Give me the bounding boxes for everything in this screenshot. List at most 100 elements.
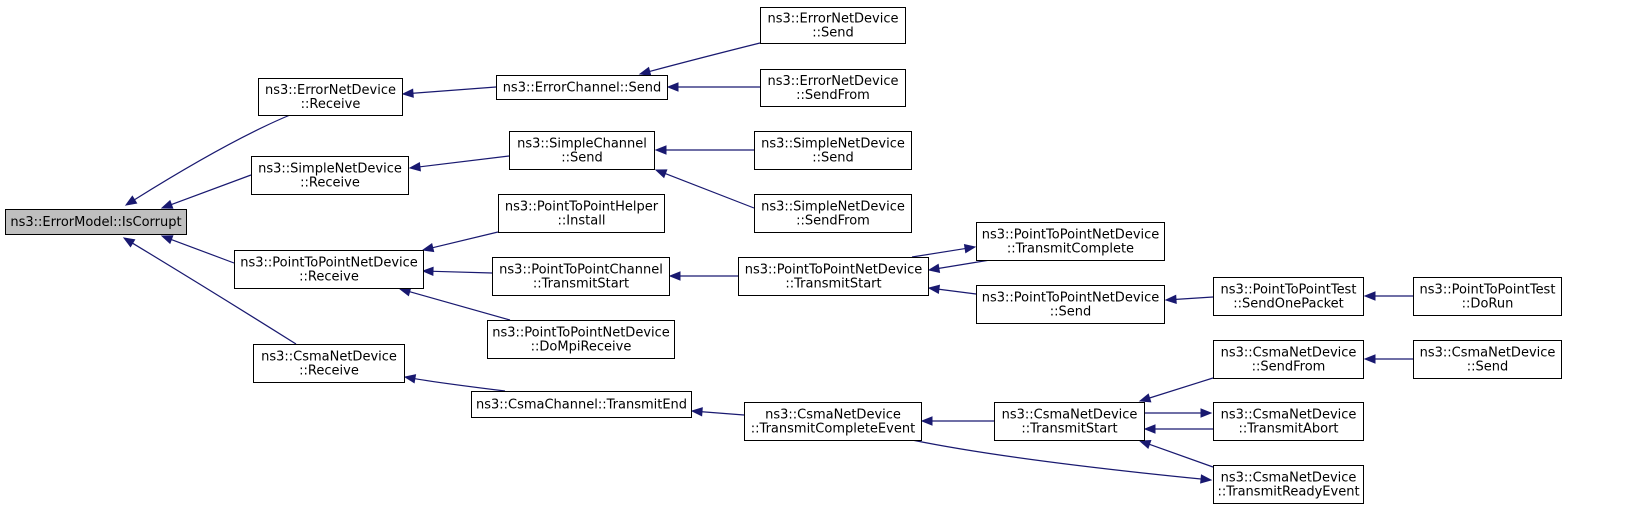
edge-line [911, 439, 1202, 480]
node-cdtce[interactable]: ns3::CsmaNetDevice::TransmitCompleteEven… [744, 402, 922, 441]
edge-line [649, 42, 761, 73]
node-scs[interactable]: ns3::SimpleChannel::Send [509, 131, 655, 170]
node-box [509, 131, 655, 170]
edge-line [911, 247, 966, 258]
node-label-line: ns3::SimpleNetDevice [761, 200, 905, 215]
arrowhead-icon [654, 169, 668, 179]
node-box [1413, 277, 1562, 316]
node-label-line: ::Receive [299, 270, 359, 285]
edge-pdts-to-pcts [668, 271, 738, 281]
node-label-line: ::TransmitCompleteEvent [751, 422, 915, 437]
node-label-line: ns3::CsmaNetDevice [1420, 346, 1556, 361]
node-label-line: ns3::CsmaNetDevice [1221, 346, 1357, 361]
node-box [492, 257, 670, 296]
arrowhead-icon [160, 235, 174, 245]
node-box [760, 69, 906, 107]
node-cdsf[interactable]: ns3::CsmaNetDevice::SendFrom [1213, 340, 1364, 379]
node-ccte[interactable]: ns3::CsmaChannel::TransmitEnd [471, 391, 692, 418]
node-root[interactable]: ns3::ErrorModel::IsCorrupt [5, 209, 187, 235]
node-label-line: ::SendFrom [796, 88, 870, 103]
edge-line [1175, 296, 1214, 300]
edge-line [419, 155, 510, 168]
node-pdts[interactable]: ns3::PointToPointNetDevice::TransmitStar… [738, 257, 929, 296]
node-label-line: ns3::CsmaChannel::TransmitEnd [476, 398, 687, 413]
node-label-line: ::Install [558, 214, 606, 229]
node-box [1213, 277, 1364, 316]
node-box [738, 257, 929, 296]
node-box [760, 7, 906, 44]
node-pdr[interactable]: ns3::PointToPointNetDevice::Receive [234, 250, 424, 289]
node-cdts[interactable]: ns3::CsmaNetDevice::TransmitStart [994, 402, 1145, 441]
node-ecs[interactable]: ns3::ErrorChannel::Send [496, 75, 668, 100]
edge-ptsop-to-pds [1164, 294, 1214, 305]
arrowhead-icon [1200, 474, 1213, 484]
node-sdsf[interactable]: ns3::SimpleNetDevice::SendFrom [754, 194, 912, 233]
node-pdtc[interactable]: ns3::PointToPointNetDevice::TransmitComp… [976, 222, 1165, 261]
node-ptsop[interactable]: ns3::PointToPointTest::SendOnePacket [1213, 277, 1364, 316]
node-label-line: ns3::PointToPointHelper [505, 200, 659, 215]
arrowhead-icon [1138, 440, 1152, 449]
node-label-line: ns3::CsmaNetDevice [261, 350, 397, 365]
node-box [1213, 465, 1364, 504]
node-label-line: ns3::SimpleNetDevice [258, 162, 402, 177]
node-box [754, 194, 912, 233]
edge-ecs-to-edr [401, 86, 497, 98]
node-pdmr[interactable]: ns3::PointToPointNetDevice::DoMpiReceive [487, 320, 675, 359]
node-sds[interactable]: ns3::SimpleNetDevice::Send [754, 131, 912, 170]
edge-line [171, 174, 252, 206]
arrowhead-icon [1363, 291, 1376, 301]
node-label-line: ::DoMpiReceive [531, 340, 632, 355]
node-edsf[interactable]: ns3::ErrorNetDevice::SendFrom [760, 69, 906, 107]
node-phi[interactable]: ns3::PointToPointHelper::Install [498, 194, 665, 233]
node-label-line: ::TransmitComplete [1007, 242, 1134, 257]
edge-cdr-to-root [122, 237, 297, 345]
node-cdta[interactable]: ns3::CsmaNetDevice::TransmitAbort [1213, 402, 1364, 441]
node-box [251, 156, 409, 195]
arrowhead-icon [401, 88, 414, 98]
node-label-line: ns3::PointToPointNetDevice [240, 256, 418, 271]
node-label-line: ns3::SimpleChannel [517, 137, 647, 152]
node-label-line: ns3::CsmaNetDevice [765, 408, 901, 423]
node-box [976, 222, 1165, 261]
node-box [234, 250, 424, 289]
edge-cdtce-to-cdtre [911, 439, 1213, 484]
edge-line [938, 288, 977, 295]
arrowhead-icon [403, 374, 417, 384]
edge-cdts-to-cdta [1145, 408, 1213, 418]
arrowhead-icon [421, 242, 435, 253]
node-label-line: ::SendOnePacket [1233, 297, 1344, 312]
edge-cdtre-to-cdts [1138, 440, 1214, 468]
arrowhead-icon [690, 407, 703, 417]
node-ptdr[interactable]: ns3::PointToPointTest::DoRun [1413, 277, 1562, 316]
arrowhead-icon [122, 237, 136, 248]
arrowhead-icon [160, 199, 174, 209]
arrowhead-icon [927, 263, 941, 273]
node-label-line: ns3::CsmaNetDevice [1221, 408, 1357, 423]
node-pcts[interactable]: ns3::PointToPointChannel::TransmitStart [492, 257, 670, 296]
node-cdr[interactable]: ns3::CsmaNetDevice::Receive [253, 344, 405, 383]
edge-ccte-to-cdr [403, 374, 506, 392]
node-pds[interactable]: ns3::PointToPointNetDevice::Send [976, 285, 1165, 324]
node-box [744, 402, 922, 441]
node-box [258, 78, 403, 116]
node-eds[interactable]: ns3::ErrorNetDevice::Send [760, 7, 906, 44]
node-cdtre[interactable]: ns3::CsmaNetDevice::TransmitReadyEvent [1213, 465, 1364, 504]
edge-pds-to-pdts [927, 284, 977, 295]
edge-line [1149, 443, 1214, 468]
node-label-line: ::TransmitAbort [1238, 422, 1338, 437]
node-edr[interactable]: ns3::ErrorNetDevice::Receive [258, 78, 403, 116]
node-cds[interactable]: ns3::CsmaNetDevice::Send [1413, 340, 1562, 379]
node-box [496, 75, 668, 100]
node-label-line: ::Send [812, 26, 854, 41]
node-box [253, 344, 405, 383]
node-label-line: ns3::PointToPointNetDevice [745, 263, 923, 278]
arrowhead-icon [654, 145, 667, 155]
edge-eds-to-ecs [638, 42, 761, 76]
node-label-line: ::Send [1467, 360, 1509, 375]
node-sdr[interactable]: ns3::SimpleNetDevice::Receive [251, 156, 409, 195]
edge-line [171, 238, 235, 264]
arrowhead-icon [668, 271, 681, 281]
edge-line [132, 242, 297, 345]
edge-sds-to-scs [654, 145, 754, 155]
